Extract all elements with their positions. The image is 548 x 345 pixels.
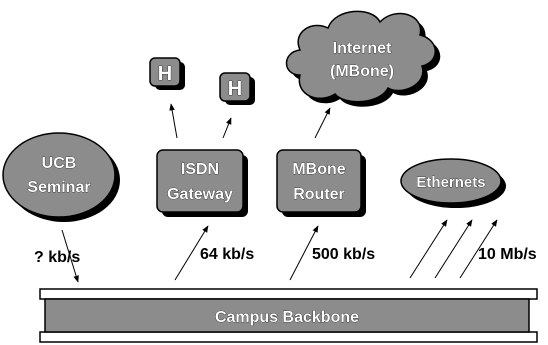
arrow-backbone-to-gateway [174,225,209,281]
mbone-router-line2: Router [293,186,345,203]
arrows [61,103,498,283]
gateway-label: Gateway [167,186,233,203]
isdn-rate-label: 64 kb/s [200,246,254,263]
ethernets: Ethernets [400,158,506,208]
isdn-label: ISDN [181,161,219,178]
host-2: H [219,72,255,105]
arrow-backbone-to-ethernet-1 [409,219,448,279]
mbone-label: (MBone) [330,63,394,80]
arrow-backbone-to-ethernet-2 [434,219,473,279]
ucb-rate-label: ? kb/s [34,249,80,266]
host-2-label: H [228,78,242,100]
ethernets-label: Ethernets [416,174,485,191]
backbone-label: Campus Backbone [215,309,359,326]
internet-cloud: Internet (MBone) [285,10,441,107]
campus-backbone: Campus Backbone [39,288,538,343]
mbone-router-line1: MBone [292,161,345,178]
host-1: H [149,57,185,90]
arrow-gateway-to-host-2 [222,117,232,139]
arrow-gateway-to-host-1 [169,103,178,139]
ethernet-rate-label: 10 Mb/s [478,246,537,263]
seminar-label: Seminar [27,179,90,196]
mbone-router: MBone Router [276,149,366,217]
ucb-label: UCB [42,155,77,172]
arrow-backbone-to-ethernet-3 [459,219,498,279]
arrow-router-to-internet [314,107,331,139]
arrow-ucb-to-backbone [61,229,79,283]
arrow-backbone-to-router [289,225,319,281]
host-1-label: H [158,63,172,85]
internet-label: Internet [333,40,392,57]
isdn-gateway: ISDN Gateway [156,149,248,217]
mbone-rate-label: 500 kb/s [312,246,375,263]
ucb-seminar: UCB Seminar [2,132,120,222]
